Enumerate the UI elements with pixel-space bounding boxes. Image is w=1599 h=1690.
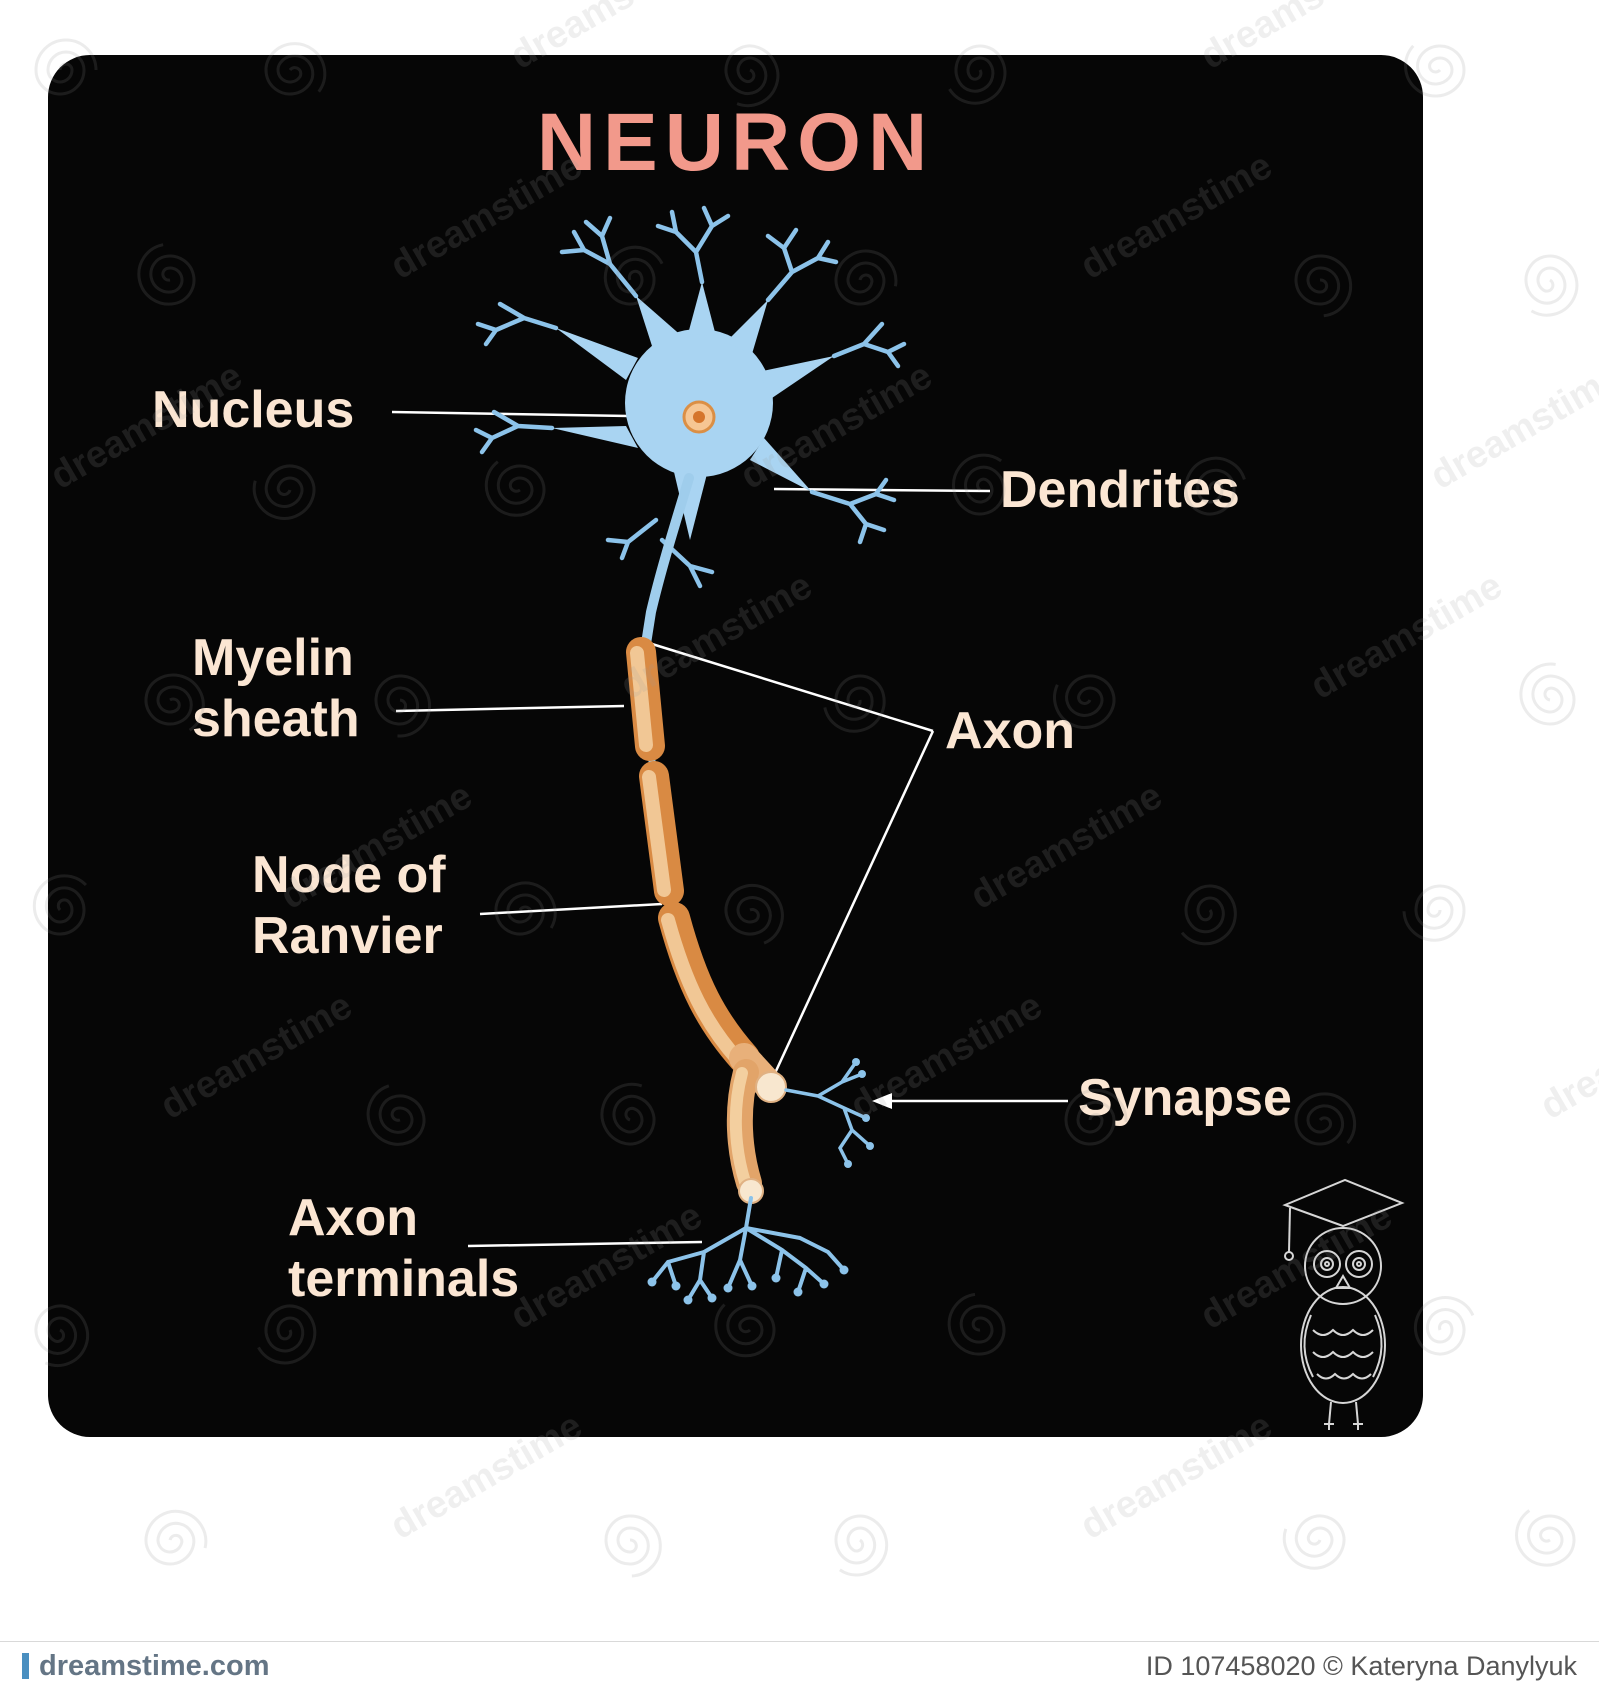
footer-site-text: dreamstime.com [39, 1649, 270, 1682]
watermark-spiral [818, 1505, 900, 1589]
watermark-spiral [1503, 1495, 1585, 1579]
footer-credit-text: ID 107458020 © Kateryna Danylyuk [1145, 1650, 1577, 1681]
watermark-spiral [139, 1503, 214, 1573]
diagram-title: NEURON [536, 97, 935, 188]
label-synapse: Synapse [1078, 1069, 1292, 1127]
watermark-spiral [1274, 1504, 1352, 1578]
label-axon-terminals: Axon terminals [288, 1189, 520, 1309]
label-dendrites: Dendrites [1000, 461, 1240, 519]
footer-brand: dreamstime.com [22, 1650, 270, 1683]
label-axon: Axon [945, 702, 1075, 760]
footer-bar: dreamstime.com ID 107458020 © Kateryna D… [0, 1641, 1599, 1690]
watermark-text: dreamstime [1534, 985, 1599, 1128]
watermark-spiral [1509, 245, 1590, 328]
label-nucleus: Nucleus [152, 381, 355, 439]
label-myelin-sheath: Myelin sheath [192, 629, 360, 749]
dreamstime-logo-mark [22, 1653, 29, 1679]
watermark-spiral [1515, 658, 1581, 729]
watermark-text: dreamstime [1424, 355, 1599, 498]
label-node-of-ranvier: Node of Ranvier [252, 846, 446, 966]
watermark-spiral [603, 1512, 664, 1579]
